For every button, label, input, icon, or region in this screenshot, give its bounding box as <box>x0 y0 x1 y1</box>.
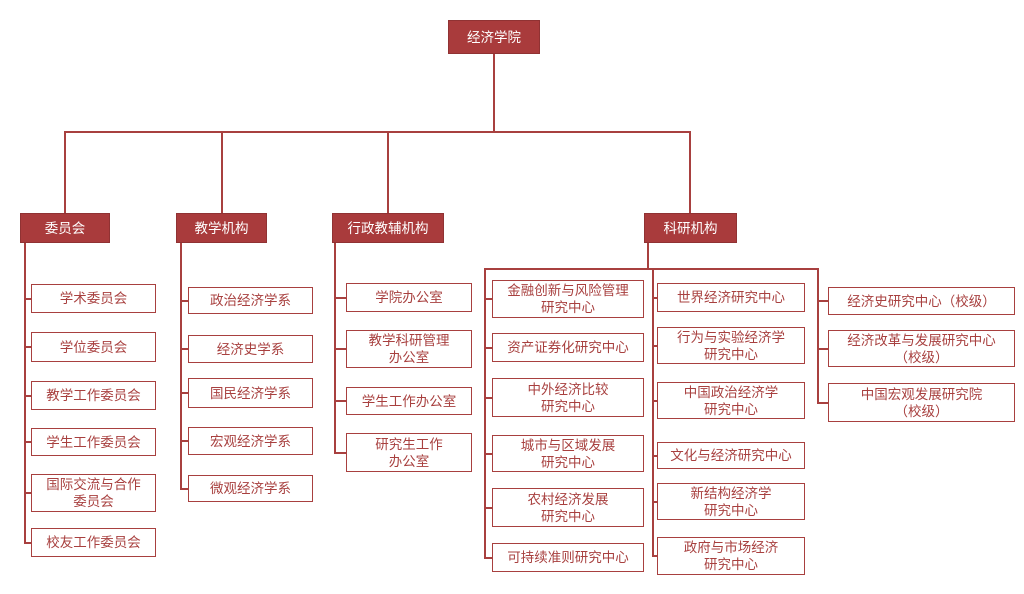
org-node: 政府与市场经济 研究中心 <box>657 537 805 575</box>
connector-line <box>689 131 691 213</box>
connector-line <box>24 542 32 544</box>
org-node: 行为与实验经济学 研究中心 <box>657 327 805 364</box>
org-node: 可持续准则研究中心 <box>492 543 644 572</box>
connector-line <box>484 453 492 455</box>
connector-line <box>652 297 658 299</box>
org-node: 世界经济研究中心 <box>657 283 805 312</box>
branch-committees: 委员会 <box>20 213 110 243</box>
connector-line <box>817 402 828 404</box>
org-node: 农村经济发展 研究中心 <box>492 488 644 527</box>
org-node: 学生工作委员会 <box>31 428 156 456</box>
connector-line <box>24 395 32 397</box>
org-node: 校友工作委员会 <box>31 528 156 557</box>
connector-line <box>180 392 188 394</box>
connector-line <box>387 131 389 213</box>
connector-line <box>334 400 346 402</box>
org-node: 中国政治经济学 研究中心 <box>657 382 805 419</box>
org-node: 学术委员会 <box>31 284 156 313</box>
connector-line <box>24 346 32 348</box>
org-node: 中外经济比较 研究中心 <box>492 378 644 417</box>
connector-line <box>64 131 691 133</box>
connector-line <box>24 243 26 543</box>
connector-line <box>180 488 188 490</box>
branch-research: 科研机构 <box>644 213 737 243</box>
connector-line <box>817 300 828 302</box>
connector-line <box>652 555 658 557</box>
org-node: 学生工作办公室 <box>346 387 472 415</box>
connector-line <box>493 54 495 131</box>
org-node: 金融创新与风险管理 研究中心 <box>492 280 644 318</box>
connector-line <box>64 131 66 213</box>
connector-line <box>180 440 188 442</box>
org-node: 国民经济学系 <box>188 378 313 408</box>
org-node: 中国宏观发展研究院 （校级） <box>828 383 1015 422</box>
connector-line <box>484 557 492 559</box>
org-node: 学院办公室 <box>346 283 472 312</box>
connector-line <box>817 268 819 403</box>
org-node: 经济史研究中心（校级） <box>828 287 1015 315</box>
connector-line <box>24 298 32 300</box>
org-node: 文化与经济研究中心 <box>657 442 805 469</box>
org-node: 宏观经济学系 <box>188 427 313 455</box>
connector-line <box>180 300 188 302</box>
branch-admin: 行政教辅机构 <box>332 213 444 243</box>
connector-line <box>652 268 654 556</box>
connector-line <box>652 455 658 457</box>
connector-line <box>24 441 32 443</box>
org-node: 经济史学系 <box>188 335 313 363</box>
connector-line <box>221 131 223 213</box>
connector-line <box>652 501 658 503</box>
connector-line <box>484 397 492 399</box>
org-node: 微观经济学系 <box>188 475 313 502</box>
connector-line <box>180 348 188 350</box>
org-node: 经济改革与发展研究中心 （校级） <box>828 330 1015 367</box>
connector-line <box>180 243 182 489</box>
org-node: 研究生工作 办公室 <box>346 433 472 472</box>
org-node: 国际交流与合作 委员会 <box>31 474 156 512</box>
connector-line <box>484 268 486 558</box>
org-node: 教学工作委员会 <box>31 381 156 410</box>
connector-line <box>484 268 818 270</box>
org-node: 城市与区域发展 研究中心 <box>492 435 644 472</box>
connector-line <box>334 348 346 350</box>
connector-line <box>334 452 346 454</box>
connector-line <box>647 243 649 269</box>
org-node: 教学科研管理 办公室 <box>346 330 472 368</box>
org-node: 学位委员会 <box>31 332 156 362</box>
connector-line <box>484 298 492 300</box>
org-node: 政治经济学系 <box>188 287 313 314</box>
org-node: 资产证券化研究中心 <box>492 333 644 362</box>
connector-line <box>24 492 32 494</box>
connector-line <box>652 345 658 347</box>
connector-line <box>652 400 658 402</box>
connector-line <box>334 297 346 299</box>
connector-line <box>484 347 492 349</box>
connector-line <box>817 348 828 350</box>
branch-teaching: 教学机构 <box>176 213 267 243</box>
connector-line <box>484 507 492 509</box>
org-node-root: 经济学院 <box>448 20 540 54</box>
org-node: 新结构经济学 研究中心 <box>657 483 805 520</box>
